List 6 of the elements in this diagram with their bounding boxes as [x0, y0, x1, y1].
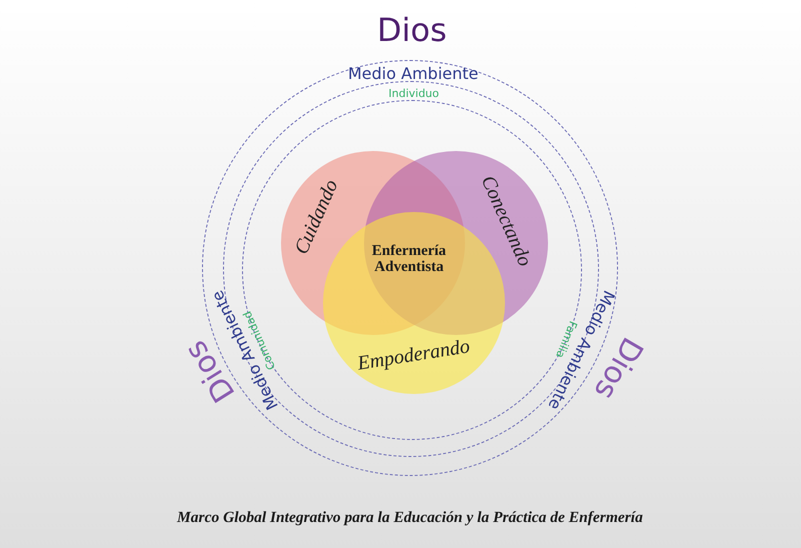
outer-label: Dios — [377, 14, 447, 46]
center-label: Enfermería Adventista — [370, 244, 448, 276]
circle-label: Empoderando — [356, 336, 471, 374]
ring-label: Medio Ambiente — [348, 66, 478, 82]
caption: Marco Global Integrativo para la Educación y la Práctica de Enfermería — [177, 510, 643, 526]
ring-label: Individuo — [388, 88, 440, 98]
